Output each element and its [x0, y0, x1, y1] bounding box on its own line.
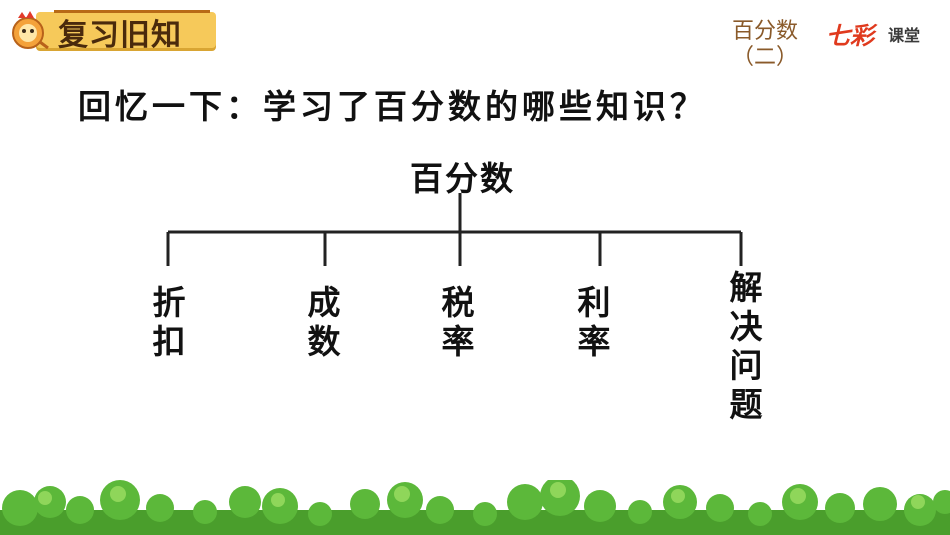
- review-question: 回忆一下：学习了百分数的哪些知识？: [78, 87, 707, 126]
- leaf-problem-solving: 解决问题: [724, 270, 763, 426]
- unit-name: 百分数: [731, 19, 798, 44]
- mascot-icon: [12, 11, 49, 50]
- section-title: 复习旧知: [58, 18, 182, 53]
- leaf-percentage-yield: 成数: [302, 285, 341, 363]
- unit-part: （二）: [731, 45, 798, 70]
- section-badge: 复习旧知: [8, 6, 216, 53]
- brand-logo: 七彩 课堂: [826, 16, 942, 50]
- leaf-discount: 折扣: [147, 285, 186, 363]
- grass-border-decoration: [0, 480, 950, 535]
- logo-side-text: 课堂: [888, 26, 921, 45]
- tree-root-label: 百分数: [410, 159, 515, 198]
- logo-main-text: 七彩: [826, 21, 874, 50]
- badge-background: [36, 10, 216, 48]
- leaf-interest-rate: 利率: [572, 285, 611, 363]
- leaf-tax-rate: 税率: [436, 285, 475, 363]
